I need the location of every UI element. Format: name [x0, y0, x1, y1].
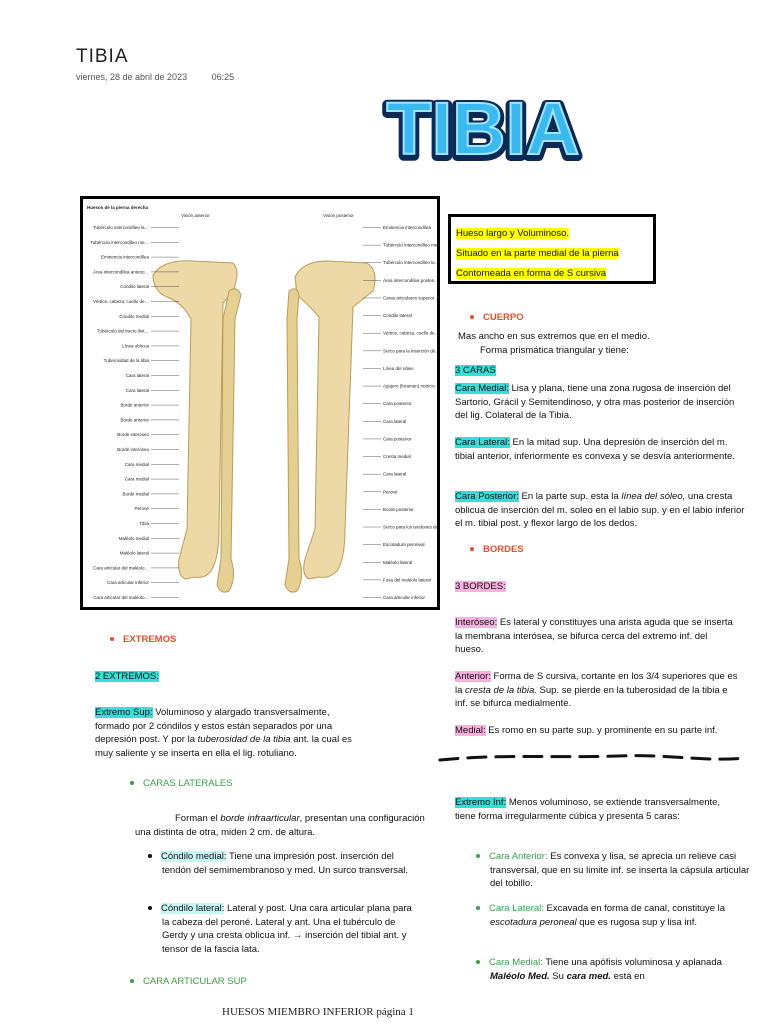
figure-label: Vértice, cabeza, cuello de…	[383, 331, 437, 336]
figure-label: Cresta medial	[383, 454, 411, 459]
bullet-cara-articular-sup: CARA ARTICULAR SUP	[130, 976, 247, 986]
condilo-medial-para: Cóndilo medial: Tiene una impresión post…	[148, 850, 417, 877]
figure-label: Maléolo lateral	[383, 560, 412, 565]
figure-label: Tibia	[139, 521, 149, 526]
svg-text:TIBIA: TIBIA	[386, 87, 579, 170]
summary-line-2: Situado en la parte medial de la pierna	[456, 248, 619, 259]
cara-lateral-inf: Cara Lateral: Excavada en forma de canal…	[476, 902, 752, 929]
figure-label: Borde anterior	[120, 403, 149, 408]
figure-label: Borde interóseo	[117, 447, 149, 452]
figure-label: Eminencia intercondílea	[101, 255, 150, 260]
summary-line-3: Contorneada en forma de S cursiva	[456, 268, 606, 279]
date-text: viernes, 28 de abril de 2023	[76, 72, 188, 82]
bullet-caras-laterales: CARAS LATERALES	[130, 778, 233, 789]
figure-label: Fosa del maléolo lateral	[383, 577, 431, 582]
bullet-cuerpo: CUERPO	[470, 312, 524, 323]
figure-label: Peroné	[383, 489, 398, 494]
cuerpo-line-2: Forma prismática triangular y tiene:	[480, 345, 629, 356]
figure-label: Maléolo lateral	[120, 551, 149, 556]
extremo-inf-para: Extremo Inf: Menos voluminoso, se extien…	[455, 797, 721, 822]
figure-label: Cara posterior	[383, 401, 412, 406]
figure-label: Borde interóseo	[117, 432, 149, 437]
forman-para: Forman el borde infraarticular, presenta…	[135, 813, 425, 838]
anterior-para: Anterior: Forma de S cursiva, cortante e…	[455, 671, 738, 709]
cara-posterior-para: Cara Posterior: En la parte sup. esta la…	[455, 491, 745, 529]
figure-label: Línea oblicua	[122, 343, 149, 348]
caras-heading: 3 CARAS	[455, 365, 496, 376]
bullet-bordes: BORDES	[470, 544, 524, 555]
page-footer: HUESOS MIEMBRO INFERIOR página 1	[222, 1006, 414, 1018]
svg-text:TIBIA: TIBIA	[386, 89, 579, 172]
cara-medial-inf: Cara Medial: Tiene una apófisis volumino…	[476, 956, 752, 983]
figure-label: Área intercondílea posteri…	[383, 277, 437, 283]
figure-label: Agujero (foramen) nutricio	[383, 384, 436, 389]
fig-heading: Huesos de la pierna derecha	[87, 205, 149, 210]
figure-label: Cara articular del maléolo…	[93, 565, 149, 570]
figure-label: Cara articular del maléolo…	[93, 595, 149, 600]
figure-label: Cara articular inferior	[107, 580, 150, 585]
figure-label: Surco para la inserción de…	[383, 348, 437, 353]
fig-anterior-title: Visión anterior	[181, 213, 210, 218]
figure-label: Tubérculo del tracto iliot…	[97, 329, 149, 334]
figure-label: Cara lateral	[383, 419, 406, 424]
figure-label: Peroné	[134, 506, 149, 511]
left-labels: Tubérculo intercondíleo la… Tubérculo int…	[90, 225, 179, 600]
posterior-tibia-shape	[294, 260, 376, 580]
medial-para: Medial: Es romo en su parte sup. y promi…	[455, 725, 718, 736]
figure-label: Tubérculo intercondíleo me…	[383, 243, 437, 248]
dashed-divider	[438, 754, 746, 762]
extremos-heading: 2 EXTREMOS:	[95, 671, 159, 682]
summary-box: Hueso largo y Voluminoso. Situado en la …	[448, 214, 656, 284]
interoseo-para: Interóseo: Es lateral y constituyes una …	[455, 617, 733, 655]
figure-label: Cóndilo lateral	[120, 284, 149, 289]
figure-label: Cara articular inferior	[383, 595, 426, 600]
figure-label: Tubérculo intercondíleo la…	[93, 225, 149, 230]
anterior-fibula-shape	[216, 288, 242, 593]
bullet-extremos: EXTREMOS	[110, 634, 176, 645]
figure-label: Cara medial	[125, 477, 149, 482]
cara-lateral-para: Cara Lateral: En la mitad sup. Una depre…	[455, 437, 735, 462]
figure-label: Caras articulares superior…	[383, 295, 437, 300]
tibia-wordart: TIBIA TIBIA	[381, 84, 584, 174]
figure-label: Cara medial	[125, 462, 149, 467]
figure-label: Borde medial	[122, 491, 149, 496]
figure-label: Vértice, cabeza, cuello de…	[93, 299, 149, 304]
figure-label: Borde anterior	[120, 417, 149, 422]
figure-label: Eminencia intercondílea	[383, 225, 432, 230]
summary-line-1: Hueso largo y Voluminoso.	[456, 228, 570, 239]
figure-label: Tuberosidad de la tibia	[104, 358, 150, 363]
page-title: TIBIA	[76, 46, 129, 67]
cara-medial-para: Cara Medial: Lisa y plana, tiene una zon…	[455, 383, 735, 421]
condilo-lateral-para: Cóndilo lateral: Lateral y post. Una car…	[148, 902, 417, 956]
figure-label: Tubérculo intercondíleo la…	[383, 260, 437, 265]
time-text: 06:25	[211, 72, 235, 82]
figure-label: Cara posterior	[383, 436, 412, 441]
bone-figure: Huesos de la pierna derecha Visión anter…	[80, 196, 440, 610]
figure-label: Maléolo medial	[119, 536, 149, 541]
cara-anterior-inf: Cara Anterior: Es convexa y lisa, se apr…	[476, 850, 752, 891]
figure-label: Escotadura peroneal	[383, 542, 425, 547]
date-line: viernes, 28 de abril de 2023 06:25	[76, 72, 256, 82]
figure-label: Cóndilo lateral	[383, 313, 412, 318]
figure-label: Cara lateral	[126, 388, 149, 393]
figure-label: Surco para los tendones de…	[383, 525, 437, 530]
cuerpo-line-1: Mas ancho en sus extremos que en el medi…	[458, 331, 650, 342]
extremo-sup-para: Extremo Sup: Voluminoso y alargado trans…	[95, 707, 352, 759]
anterior-tibia-shape	[152, 260, 238, 580]
tibia-fibula-illustration: Huesos de la pierna derecha Visión anter…	[87, 205, 437, 600]
bordes-heading: 3 BORDES:	[455, 581, 506, 592]
figure-label: Área intercondílea anterio…	[93, 268, 149, 274]
figure-label: Borde posterior	[383, 507, 414, 512]
figure-label: Línea del sóleo	[383, 366, 414, 371]
figure-label: Cóndilo medial	[119, 314, 149, 319]
posterior-fibula-shape	[284, 288, 303, 593]
figure-label: Tubérculo intercondíleo me…	[90, 240, 149, 245]
fig-posterior-title: Visión posterior	[323, 213, 354, 218]
figure-label: Cara lateral	[383, 472, 406, 477]
figure-label: Cara lateral	[126, 373, 149, 378]
